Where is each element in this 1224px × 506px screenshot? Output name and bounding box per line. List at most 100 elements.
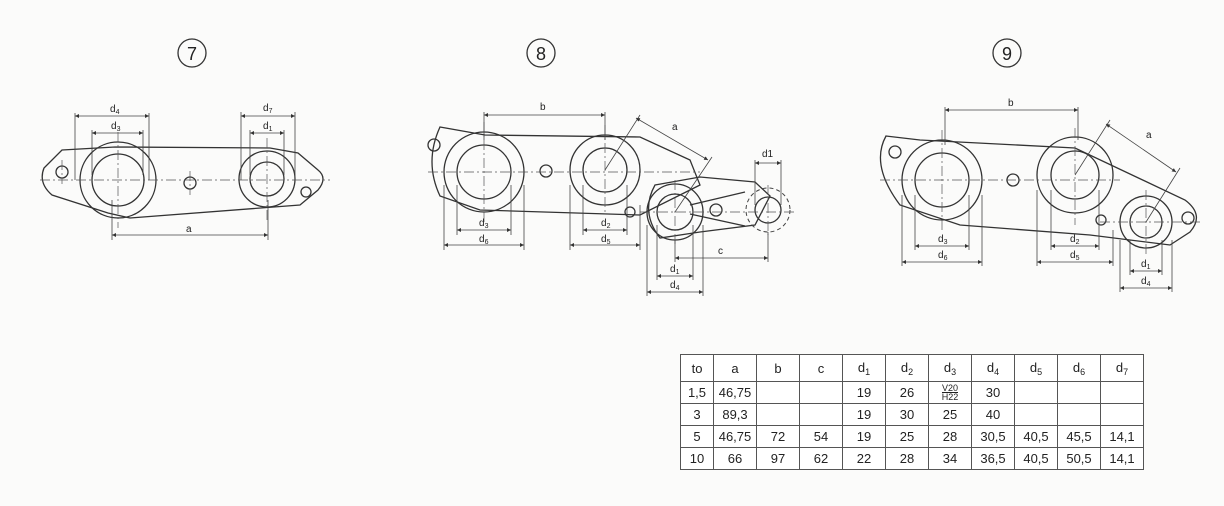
table-header-cell: d2 <box>885 354 929 382</box>
label-d3-9: d3 <box>938 234 948 246</box>
table-header-cell: d7 <box>1100 354 1144 382</box>
label-c-8: c <box>718 246 723 257</box>
table-cell: 14,1 <box>1100 425 1144 448</box>
label-a-8: a <box>672 122 678 133</box>
link-hole-center-8 <box>709 203 723 217</box>
table-cell: 30 <box>971 381 1015 404</box>
table-cell <box>1014 381 1058 404</box>
table-cell: 28 <box>885 447 929 470</box>
small-hole-right-7 <box>300 186 312 198</box>
table-cell: 22 <box>842 447 886 470</box>
table-cell: 89,3 <box>713 403 757 426</box>
table-cell: 54 <box>799 425 843 448</box>
table-cell: 30 <box>885 403 929 426</box>
link-boss-hidden-8 <box>745 187 791 233</box>
label-d4-bottom-8: d4 <box>670 280 680 292</box>
table-cell <box>756 381 800 404</box>
table-header-cell: d4 <box>971 354 1015 382</box>
label-d6-9: d6 <box>938 250 948 262</box>
table-cell <box>1100 403 1144 426</box>
label-d4-7: d4 <box>110 104 120 116</box>
table-cell: 14,1 <box>1100 447 1144 470</box>
table-cell: 3 <box>680 403 714 426</box>
view-9: 9 b a d3 d6 <box>879 38 1200 292</box>
table-cell: 25 <box>928 403 972 426</box>
small-hole-right-8 <box>624 206 636 218</box>
table-cell: 40,5 <box>1014 447 1058 470</box>
plate-outline-8 <box>431 126 701 216</box>
table-cell: 25 <box>885 425 929 448</box>
view-number-7: 7 <box>187 44 197 64</box>
table-cell: 10 <box>680 447 714 470</box>
label-a-7: a <box>186 224 192 235</box>
label-b-8: b <box>540 102 546 113</box>
table-header-cell: d1 <box>842 354 886 382</box>
table-cell: 19 <box>842 403 886 426</box>
table-cell: 97 <box>756 447 800 470</box>
table-header-cell: d6 <box>1057 354 1101 382</box>
view-number-circle-9 <box>992 38 1022 68</box>
table-cell: 5 <box>680 425 714 448</box>
view-8: 8 b a d1 <box>427 38 795 296</box>
label-a-9: a <box>1146 130 1152 141</box>
label-d3-7: d3 <box>111 121 121 133</box>
table-cell: 28 <box>928 425 972 448</box>
view-number-8: 8 <box>536 44 546 64</box>
label-d1-top-8: d1 <box>762 149 774 160</box>
label-d7-7: d7 <box>263 103 273 115</box>
label-d1-7: d1 <box>263 121 273 133</box>
small-hole-left-9 <box>888 145 902 159</box>
label-d3-8: d3 <box>479 218 489 230</box>
table-cell: 1,5 <box>680 381 714 404</box>
table-cell <box>1100 381 1144 404</box>
table-cell: 30,5 <box>971 425 1015 448</box>
table-cell: 36,5 <box>971 447 1015 470</box>
table-header-cell: d3 <box>928 354 972 382</box>
small-hole-mid-9 <box>1095 214 1107 226</box>
table-cell: 62 <box>799 447 843 470</box>
label-d2-9: d2 <box>1070 234 1080 246</box>
view-number-circle-7 <box>177 38 207 68</box>
table-header-cell: b <box>756 354 800 382</box>
view-number-circle-8 <box>526 38 556 68</box>
plate-outline-9 <box>879 135 1197 246</box>
table-cell: 46,75 <box>713 381 757 404</box>
table-cell <box>1014 403 1058 426</box>
view-number-9: 9 <box>1002 44 1012 64</box>
table-cell <box>799 403 843 426</box>
table-cell: 19 <box>842 381 886 404</box>
table-cell: 19 <box>842 425 886 448</box>
label-d6-8: d6 <box>479 234 489 246</box>
table-cell: 40 <box>971 403 1015 426</box>
table-cell <box>756 403 800 426</box>
plate-outline-7 <box>41 146 324 219</box>
label-d5-9: d5 <box>1070 250 1080 262</box>
table-cell: 66 <box>713 447 757 470</box>
label-d5-8: d5 <box>601 234 611 246</box>
table-cell <box>1057 381 1101 404</box>
table-header-cell: c <box>799 354 843 382</box>
table-header-cell: to <box>680 354 714 382</box>
label-d2-8: d2 <box>601 218 611 230</box>
small-hole-left-8 <box>427 138 441 152</box>
label-b-9: b <box>1008 98 1014 109</box>
table-cell: 45,5 <box>1057 425 1101 448</box>
table-header-cell: a <box>713 354 757 382</box>
label-d4-9: d4 <box>1141 276 1151 288</box>
table-cell: 34 <box>928 447 972 470</box>
small-hole-right-9 <box>1181 211 1195 225</box>
table-cell <box>799 381 843 404</box>
table-cell: 46,75 <box>713 425 757 448</box>
table-cell: 72 <box>756 425 800 448</box>
view-7: 7 d4 d3 d7 d1 <box>40 38 330 240</box>
small-hole-center-8 <box>539 164 553 178</box>
table-header-cell: d5 <box>1014 354 1058 382</box>
